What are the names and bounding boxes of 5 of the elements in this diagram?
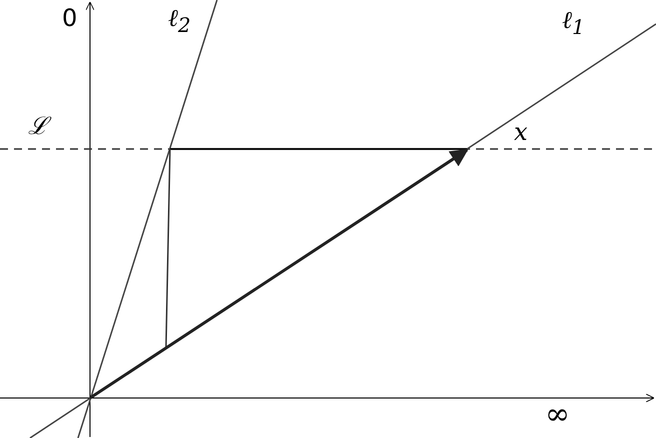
axis-label: ∞ — [545, 400, 570, 430]
line-label: ℓ$_{1}$ — [562, 8, 585, 37]
point-label: x — [514, 120, 528, 144]
line-label: ℓ$_{2}$ — [168, 6, 191, 35]
math-label: 0 — [62, 6, 78, 30]
